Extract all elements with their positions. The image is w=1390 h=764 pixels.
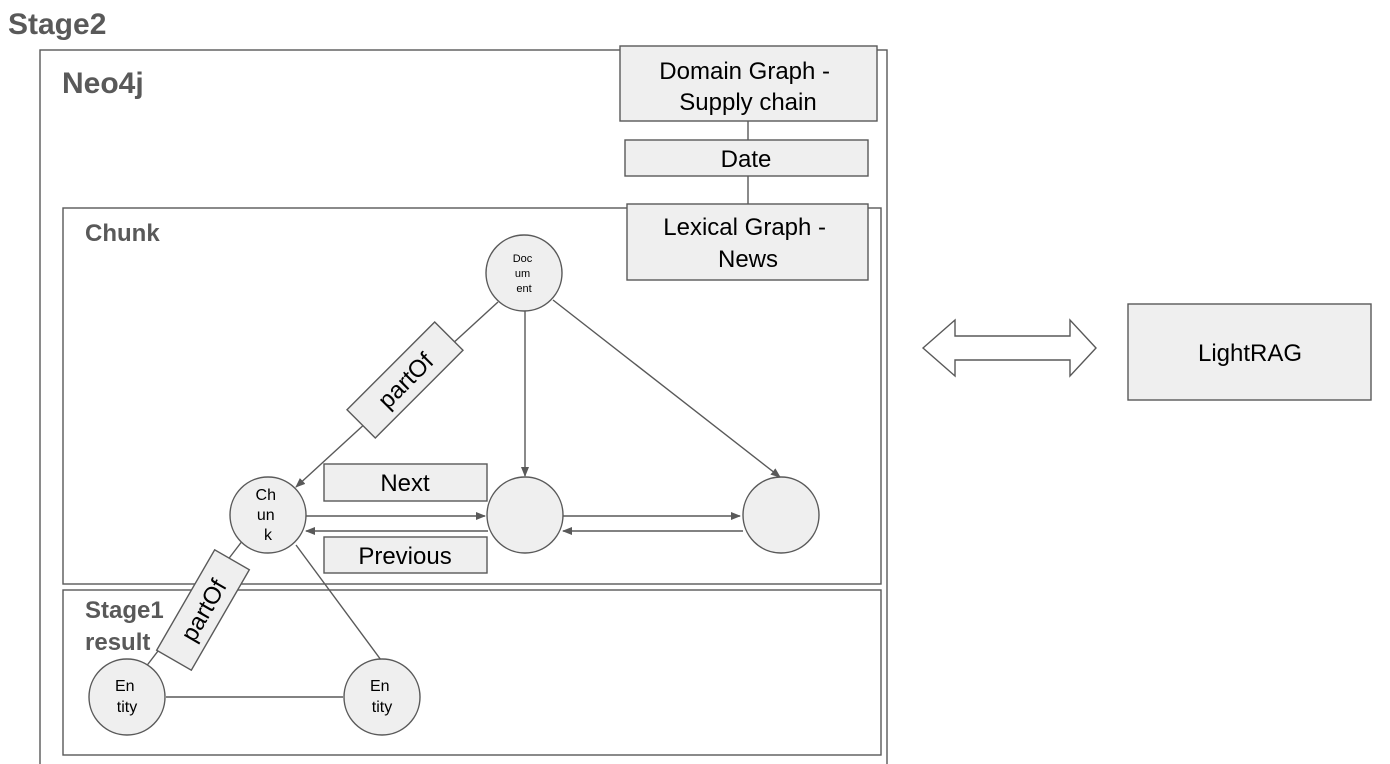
entity-node-2 — [343, 658, 421, 736]
lexical-graph-label: Lexical Graph - News — [663, 214, 832, 273]
stage1-title-line-2: result — [85, 629, 150, 656]
part-of-lower-label: partOf — [155, 548, 251, 672]
domain-graph-box — [619, 45, 878, 122]
document-node-line-1: Doc — [513, 253, 533, 265]
chunk-node-2 — [486, 476, 564, 554]
entity-node-1-line-1: En — [115, 678, 135, 695]
chunk-frame-title: Chunk — [85, 220, 160, 247]
lexical-graph-box — [626, 203, 869, 281]
domain-graph-line-1: Domain Graph - — [659, 58, 830, 85]
chunk-node-3 — [742, 476, 820, 554]
previous-label-box — [323, 536, 488, 574]
stage1-result-frame — [62, 589, 882, 756]
chunk-node — [229, 476, 307, 554]
entity-node-1 — [88, 658, 166, 736]
part-of-upper-label: partOf — [346, 321, 464, 439]
entity-node-1-line-2: tity — [117, 699, 137, 716]
neo4j-title: Neo4j — [62, 67, 144, 100]
previous-label: Previous — [358, 543, 451, 570]
document-node-line-3: ent — [516, 283, 531, 295]
stage1-frame-title: Stage1 result — [85, 597, 170, 656]
chunk-node-label: Ch un k — [256, 487, 281, 544]
chunk-to-entity2-edge — [295, 544, 382, 661]
entity-node-2-label: En tity — [370, 678, 394, 716]
document-node-label: Doc um ent — [513, 253, 536, 295]
next-label: Next — [380, 470, 430, 497]
stage1-title-line-1: Stage1 — [85, 597, 164, 624]
lexical-graph-line-1: Lexical Graph - — [663, 214, 826, 241]
entity-node-2-line-2: tity — [372, 699, 392, 716]
next-label-box — [323, 463, 488, 502]
doc-to-node3-edge — [552, 299, 781, 478]
entity-node-2-line-1: En — [370, 678, 390, 695]
stage2-title: Stage2 — [8, 8, 106, 41]
neo4j-frame — [39, 49, 888, 764]
chunk-node-line-3: k — [264, 527, 273, 544]
double-arrow-icon — [921, 318, 1097, 378]
chunk-node-line-2: un — [257, 507, 275, 524]
lightrag-box — [1127, 303, 1372, 401]
domain-graph-label: Domain Graph - Supply chain — [659, 58, 836, 116]
lightrag-label: LightRAG — [1198, 340, 1302, 367]
lexical-graph-line-2: News — [718, 246, 778, 273]
document-node — [485, 234, 563, 312]
document-node-line-2: um — [515, 268, 530, 280]
chunk-frame — [62, 207, 882, 585]
domain-graph-line-2: Supply chain — [679, 89, 816, 116]
chunk-node-line-1: Ch — [256, 487, 276, 504]
date-label: Date — [721, 146, 772, 173]
entity-node-1-label: En tity — [115, 678, 139, 716]
date-box — [624, 139, 869, 177]
